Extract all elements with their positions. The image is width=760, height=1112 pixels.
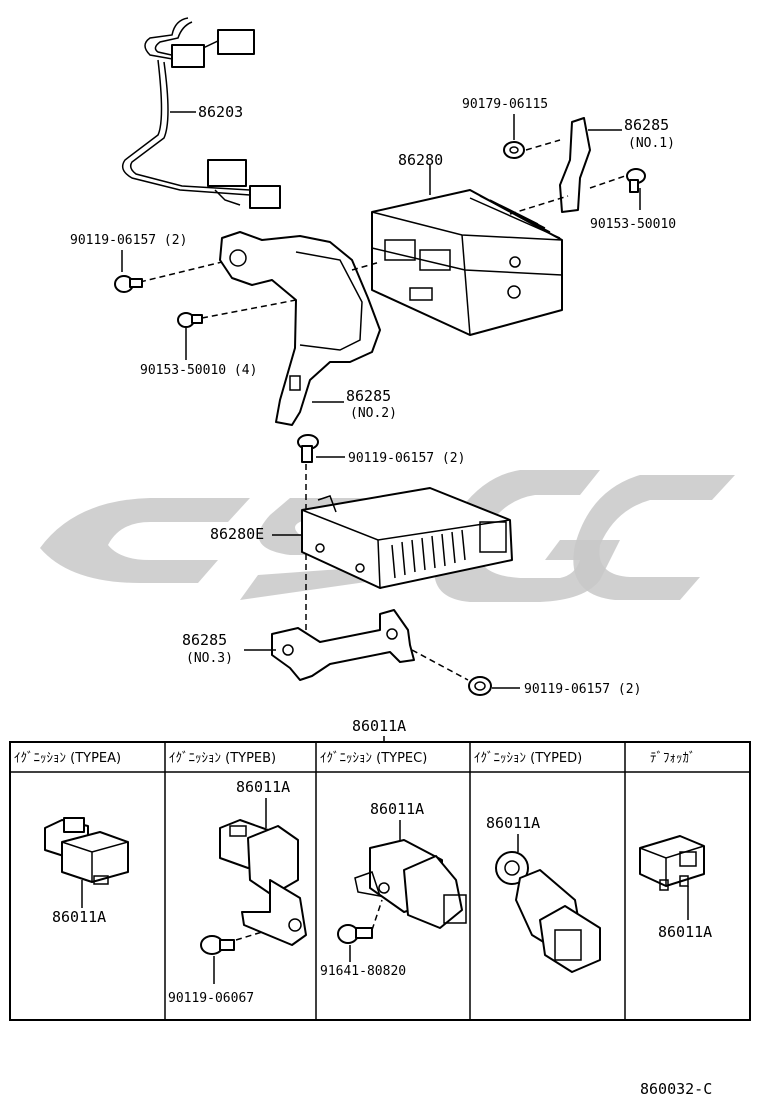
bracket-no1 bbox=[559, 117, 591, 213]
label-type-c-part: 86011A bbox=[370, 800, 424, 818]
harness-connector-1 bbox=[217, 29, 255, 55]
label-screw-top: 90179-06115 bbox=[462, 97, 548, 112]
label-bracket-no1: 86285 bbox=[624, 116, 669, 134]
watermark-shape-3 bbox=[434, 470, 620, 602]
bracket-no2 bbox=[219, 231, 381, 426]
label-type-d-part: 86011A bbox=[486, 814, 540, 832]
label-type-a-part: 86011A bbox=[52, 908, 106, 926]
relay-type-b bbox=[219, 819, 307, 946]
bolt-icon bbox=[200, 935, 235, 955]
bolt-icon bbox=[297, 434, 319, 463]
label-bolt-center: 90119-06157 (2) bbox=[348, 451, 465, 466]
relay-defogger bbox=[639, 835, 705, 891]
label-bolt-left-top: 90119-06157 (2) bbox=[70, 233, 187, 248]
watermark-shape-4 bbox=[573, 475, 735, 600]
module-86280E bbox=[301, 487, 513, 589]
label-type-b-part: 86011A bbox=[236, 778, 290, 796]
harness-connector-4 bbox=[249, 185, 281, 209]
label-bracket-no2: 86285 bbox=[346, 387, 391, 405]
label-bracket-no2-sub: (NO.2) bbox=[350, 406, 397, 421]
header-type-c: ｲｸﾞﾆｯｼｮﾝ (TYPEC) bbox=[320, 751, 427, 766]
label-bracket-no1-sub: (NO.1) bbox=[628, 136, 675, 151]
label-harness: 86203 bbox=[198, 103, 243, 121]
header-type-a: ｲｸﾞﾆｯｼｮﾝ (TYPEA) bbox=[14, 751, 121, 766]
amplifier-unit-86280 bbox=[371, 189, 569, 336]
bolt-icon bbox=[626, 168, 646, 193]
nut-icon bbox=[503, 141, 525, 159]
variants-table bbox=[9, 741, 751, 1021]
label-bolt-left-mid: 90153-50010 (4) bbox=[140, 363, 257, 378]
bracket-no3 bbox=[271, 609, 415, 681]
label-bracket-no3: 86285 bbox=[182, 631, 227, 649]
label-amp: 86280 bbox=[398, 151, 443, 169]
label-bolt-bottom: 90119-06157 (2) bbox=[524, 682, 641, 697]
bolt-icon bbox=[177, 312, 203, 328]
relay-type-a bbox=[44, 817, 129, 885]
label-bolt-right: 90153-50010 bbox=[590, 217, 676, 232]
label-module-e: 86280E bbox=[210, 525, 264, 543]
header-type-d: ｲｸﾞﾆｯｼｮﾝ (TYPED) bbox=[474, 751, 582, 766]
header-defogger: ﾃﾞﾌｫｯｶﾞ bbox=[650, 751, 696, 766]
relay-type-c bbox=[354, 839, 467, 929]
screw-icon bbox=[337, 924, 373, 944]
harness-connector-2 bbox=[171, 44, 205, 68]
label-type-b-bolt: 90119-06067 bbox=[168, 991, 254, 1006]
bolt-icon bbox=[468, 676, 492, 696]
figure-code: 860032-C bbox=[640, 1080, 712, 1098]
harness-connector-3 bbox=[207, 159, 247, 187]
header-type-b: ｲｸﾞﾆｯｼｮﾝ (TYPEB) bbox=[169, 751, 276, 766]
table-title: 86011A bbox=[352, 717, 406, 735]
label-defogger-part: 86011A bbox=[658, 923, 712, 941]
wire-harness-86203 bbox=[121, 17, 281, 209]
label-bracket-no3-sub: (NO.3) bbox=[186, 651, 233, 666]
relay-type-d bbox=[495, 851, 601, 973]
watermark-shape-1 bbox=[40, 498, 250, 583]
bolt-icon bbox=[114, 275, 143, 293]
label-type-c-bolt: 91641-80820 bbox=[320, 964, 406, 979]
